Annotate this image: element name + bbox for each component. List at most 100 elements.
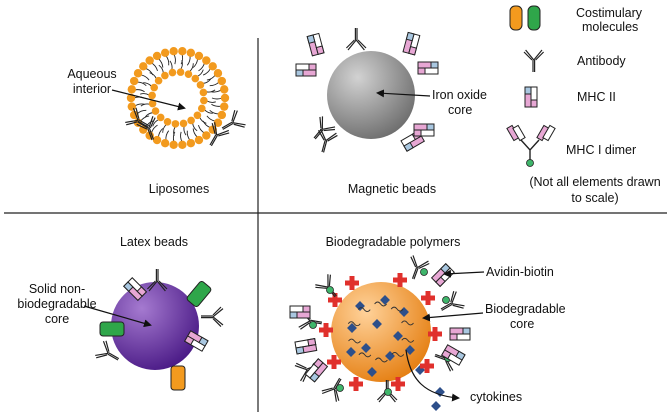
lipid-head <box>139 62 148 71</box>
lipid-tail <box>162 124 167 133</box>
costim-orange-icon <box>170 365 186 391</box>
polymer-strand <box>347 321 361 327</box>
lipid-head <box>156 113 165 122</box>
lipid-head <box>178 47 187 56</box>
lipid-head <box>200 96 208 105</box>
costim-orange-icon <box>509 5 523 31</box>
biodegradable-title: Biodegradable polymers <box>326 235 461 249</box>
costim-green-icon <box>527 5 541 31</box>
iron-oxide-core <box>327 51 415 139</box>
biotin-dot <box>442 296 450 304</box>
core-label-2: core <box>510 317 534 331</box>
lipid-tail <box>149 72 157 79</box>
lipid-head <box>161 71 169 80</box>
lipid-tail <box>151 62 158 71</box>
lipid-tail <box>173 53 176 65</box>
lipid-head <box>179 119 188 128</box>
antibody-legend-icon <box>523 49 545 73</box>
polymer-strand <box>358 352 372 358</box>
antibody-icon <box>312 127 339 156</box>
lipid-head <box>148 99 157 108</box>
latex-label-3: core <box>45 312 69 326</box>
cytokine-diamond <box>367 367 377 377</box>
costim-cross <box>424 359 430 373</box>
lipid-tail <box>157 128 164 138</box>
cytokine-diamond <box>346 347 356 357</box>
legend-mhc1: MHC I dimer <box>566 143 636 157</box>
lipid-head <box>129 76 139 86</box>
aqueous-arrow <box>111 89 186 111</box>
costim-cross <box>395 377 401 391</box>
lipid-head <box>213 118 223 127</box>
cytokine-diamond <box>399 307 409 317</box>
costim-cross <box>332 293 338 307</box>
cytokine-diamond <box>347 323 357 333</box>
polymer-strand <box>401 320 414 326</box>
lipid-tail <box>198 125 205 134</box>
lipid-tail <box>186 55 191 66</box>
biotin-dot <box>384 388 392 396</box>
lipid-head <box>199 88 208 97</box>
lipid-head <box>160 48 170 57</box>
lipid-head <box>148 91 156 100</box>
costim-cross <box>349 276 355 290</box>
latex-core <box>111 282 199 370</box>
lipid-tail <box>165 130 170 141</box>
lipid-tail <box>151 124 158 134</box>
core-arrow <box>422 312 484 322</box>
antibody-icon <box>435 289 466 319</box>
cytokine-arrow <box>405 349 460 402</box>
polymer-decorations <box>289 254 471 411</box>
mhc2-icon <box>402 31 421 56</box>
mhc-icon <box>441 344 466 366</box>
latex-panel: Latex beads Solid non- biodegradable cor… <box>17 235 224 391</box>
avidin-arrow <box>443 269 485 278</box>
lipid-head <box>217 110 227 120</box>
lipid-tail <box>169 60 173 70</box>
costim-green-icon <box>99 321 125 337</box>
polymer-strand <box>374 301 387 307</box>
lipid-head <box>160 139 170 148</box>
polymer-strand <box>357 307 371 313</box>
cytokine-diamond <box>380 295 390 305</box>
lipid-tail <box>206 74 216 81</box>
lipid-head <box>202 56 211 65</box>
latex-label-2: biodegradable <box>17 297 96 311</box>
iron-label-1: Iron oxide <box>432 88 487 102</box>
mhc2-icon <box>295 63 317 77</box>
costim-cross <box>432 327 438 341</box>
cytokine-diamond <box>393 331 403 341</box>
polymer-strand <box>391 351 405 357</box>
legend-costim-2: molecules <box>582 20 638 34</box>
cytokine-diamond <box>405 345 415 355</box>
lipid-tail <box>183 126 187 136</box>
lipid-head <box>150 83 158 92</box>
legend-note-1: (Not all elements drawn <box>529 175 660 189</box>
polymer-strand <box>348 338 361 344</box>
lipid-head <box>213 69 223 78</box>
legend-mhc2: MHC II <box>577 90 616 104</box>
legend-costim-1: Costimulary <box>576 6 643 20</box>
lipid-head <box>219 102 229 111</box>
lipid-head <box>152 135 162 145</box>
lipid-head <box>151 107 160 115</box>
legend-antibody: Antibody <box>577 54 626 68</box>
lipid-head <box>219 85 229 94</box>
lipid-tail <box>140 93 150 96</box>
cytokine-diamond <box>435 387 445 397</box>
lipid-tail <box>198 62 205 72</box>
costim-cross <box>425 291 431 305</box>
lipid-head <box>193 111 202 120</box>
lipid-tail <box>173 126 176 136</box>
lipid-head <box>196 81 205 89</box>
mhc-icon <box>431 263 455 287</box>
mhc-icon <box>294 338 318 355</box>
lipid-tail <box>186 130 191 141</box>
lipid-head <box>191 74 200 83</box>
lipid-head <box>163 118 172 126</box>
lipid-tail <box>211 97 223 100</box>
core-label-1: Biodegradable <box>485 302 566 316</box>
cytokine-diamond <box>431 401 441 411</box>
legend: Costimulary molecules Antibody MHC II MH… <box>506 5 661 205</box>
